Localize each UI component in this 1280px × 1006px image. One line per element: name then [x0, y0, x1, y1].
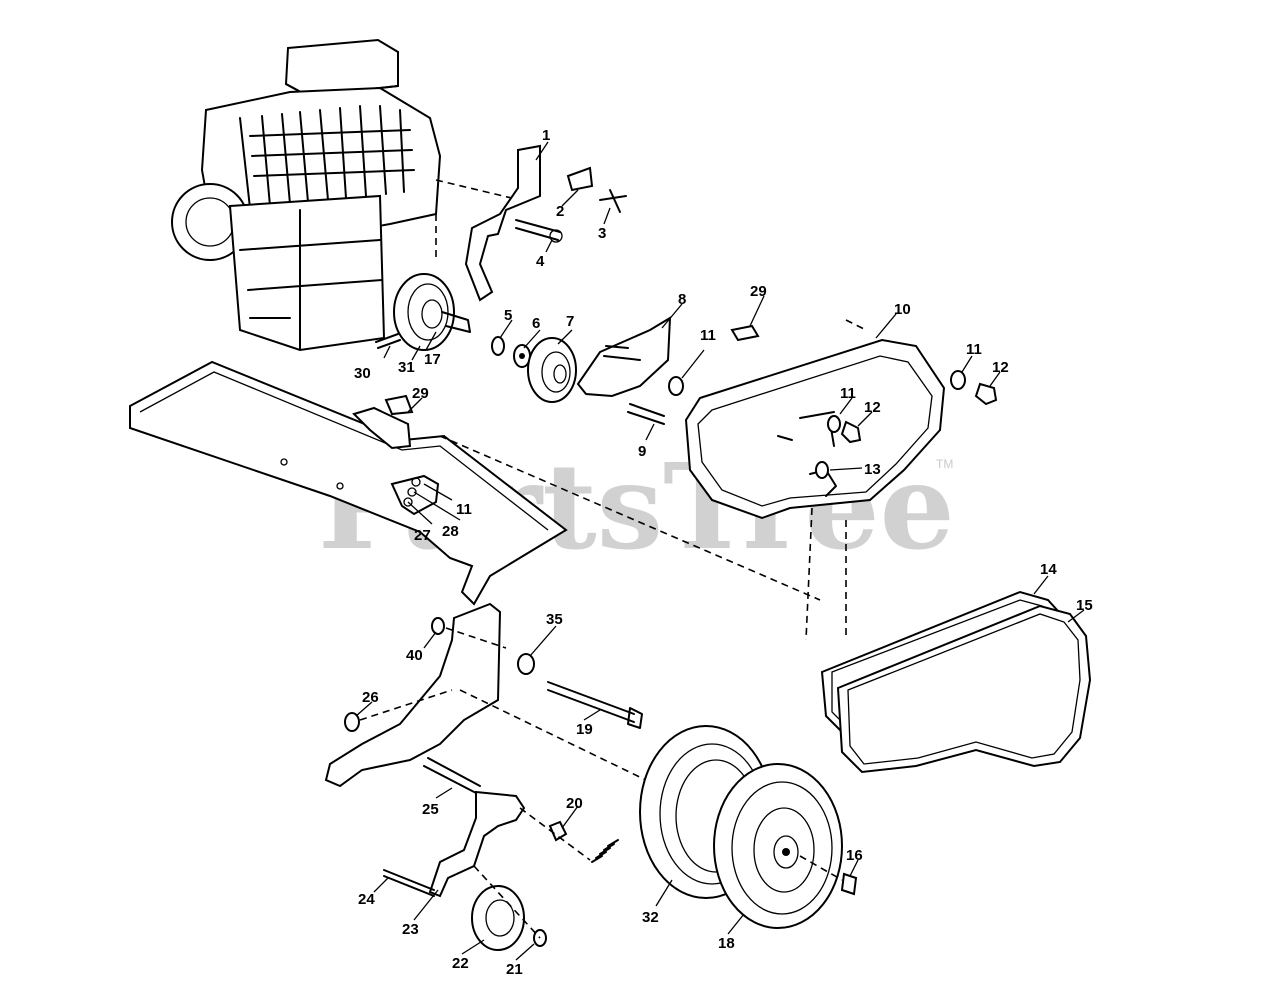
callout-11-idler: 11 — [700, 327, 716, 344]
callout-7: 7 — [566, 313, 574, 330]
callout-4: 4 — [536, 253, 545, 270]
callout-12-center: 12 — [864, 399, 881, 416]
callout-26: 26 — [362, 689, 379, 706]
callout-2: 2 — [556, 203, 564, 220]
callout-35: 35 — [546, 611, 563, 628]
callout-31: 31 — [398, 359, 415, 376]
tine-shield[interactable] — [129, 360, 821, 606]
callout-27: 27 — [414, 527, 431, 544]
axle[interactable] — [459, 653, 651, 783]
callout-13: 13 — [864, 461, 881, 478]
idler-lever-assembly[interactable] — [383, 757, 619, 951]
callout-32: 32 — [642, 909, 659, 926]
callout-3: 3 — [598, 225, 606, 242]
engine-pulley[interactable] — [375, 273, 471, 351]
watermark-trademark: TM — [936, 457, 953, 471]
belt-guide-bracket[interactable] — [464, 144, 627, 302]
support-bracket[interactable] — [324, 602, 507, 788]
callout-15: 15 — [1076, 597, 1093, 614]
callout-19: 19 — [576, 721, 593, 738]
callout-24: 24 — [358, 891, 375, 908]
callout-11-shield: 11 — [456, 501, 472, 518]
callout-9: 9 — [638, 443, 646, 460]
callout-30: 30 — [354, 365, 371, 382]
callout-11-cover-center: 11 — [840, 385, 856, 402]
callout-labels: 1 2 3 4 5 6 7 8 9 10 11 11 11 11 12 12 1… — [354, 127, 1093, 978]
callout-10: 10 — [894, 301, 911, 318]
callout-28: 28 — [442, 523, 459, 540]
callout-29-shield: 29 — [412, 385, 429, 402]
callout-20: 20 — [566, 795, 583, 812]
callout-22: 22 — [452, 955, 469, 972]
callout-29-cover: 29 — [750, 283, 767, 300]
callout-14: 14 — [1040, 561, 1057, 578]
callout-12-right: 12 — [992, 359, 1009, 376]
callout-25: 25 — [422, 801, 439, 818]
transmission-pulleys[interactable] — [639, 507, 858, 929]
callout-6: 6 — [532, 315, 540, 332]
callout-17: 17 — [424, 351, 441, 368]
callout-8: 8 — [678, 291, 686, 308]
callout-21: 21 — [506, 961, 523, 978]
callout-1: 1 — [542, 127, 550, 144]
callout-18: 18 — [718, 935, 735, 952]
engine[interactable] — [171, 38, 521, 352]
callout-23: 23 — [402, 921, 419, 938]
belt-cover[interactable] — [684, 319, 998, 520]
drive-belts[interactable] — [820, 590, 1092, 774]
callout-40: 40 — [406, 647, 423, 664]
leader-lines — [355, 141, 1085, 961]
callout-16: 16 — [846, 847, 863, 864]
idler-assembly[interactable] — [491, 316, 760, 425]
callout-5: 5 — [504, 307, 512, 324]
callout-11-cover-right: 11 — [966, 341, 982, 358]
